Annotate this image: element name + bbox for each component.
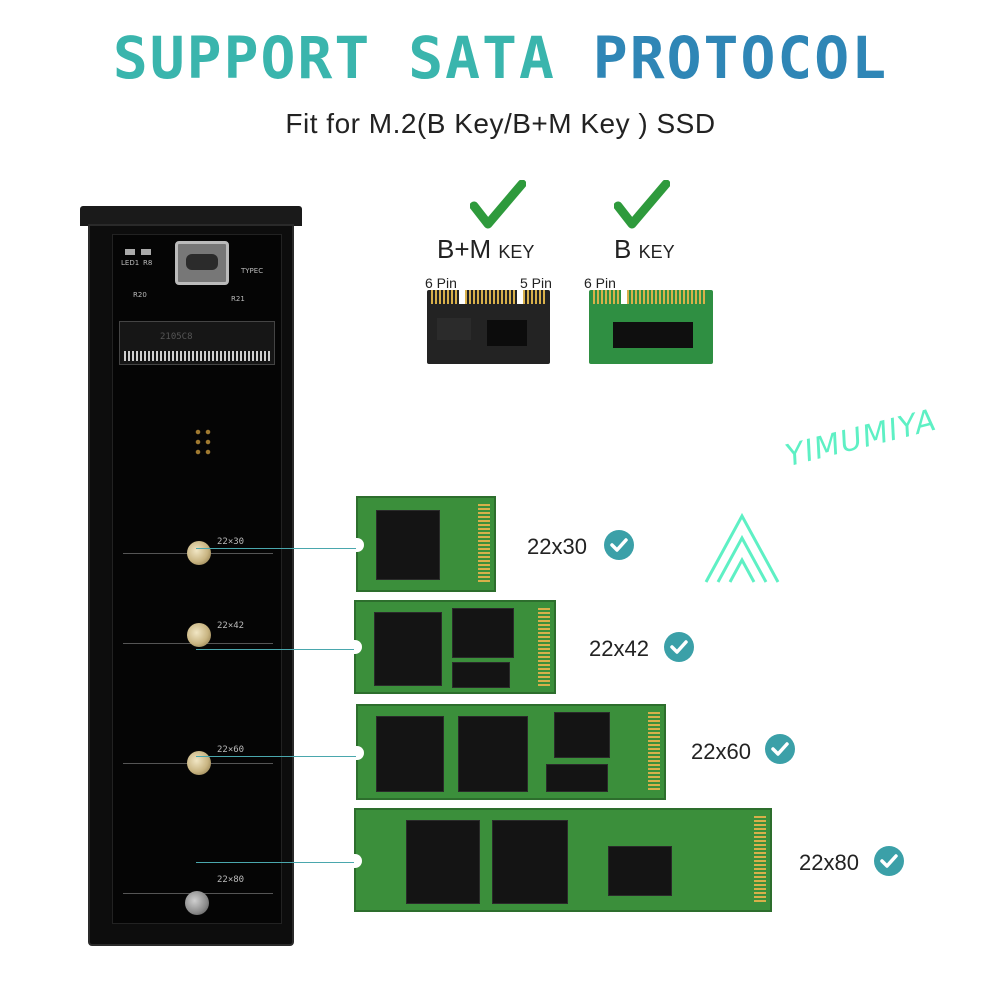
size-label-22x42: 22x42 — [589, 636, 649, 661]
gold-fingers — [648, 712, 660, 792]
watermark-logo-icon — [704, 512, 780, 583]
ssd-22x42 — [354, 600, 556, 694]
check-badge-22x80 — [874, 846, 904, 876]
key-suffix-bm: KEY — [498, 242, 535, 262]
mounting-screw — [185, 891, 209, 915]
flash-chip — [376, 510, 440, 580]
leader-line-22x80 — [196, 862, 358, 863]
enclosure-body: LED1 R8 TYPEC R20 R21 2105C8 22×30 22×42… — [88, 224, 294, 946]
gold-fingers — [478, 504, 490, 584]
controller-chip — [452, 608, 514, 658]
led-pad-grid — [193, 427, 213, 457]
silk-typec: TYPEC — [241, 267, 264, 275]
pin-label-bm-left: 6 Pin — [425, 275, 457, 291]
b-key-ssd-edge — [589, 290, 713, 364]
pin-label-b-left: 6 Pin — [584, 275, 616, 291]
pin-label-bm-right: 5 Pin — [520, 275, 552, 291]
subheadline: Fit for M.2(B Key/B+M Key ) SSD — [285, 108, 716, 139]
screw-notch — [356, 746, 364, 760]
socket-label: 2105C8 — [160, 332, 193, 342]
enclosure-end-cap — [80, 206, 302, 226]
smd-part — [141, 249, 151, 255]
silk-r20: R20 — [133, 291, 147, 299]
gold-fingers — [523, 290, 545, 304]
check-icon-b-key — [614, 180, 670, 229]
chip — [487, 320, 527, 346]
key-name-b: B — [614, 234, 632, 264]
key-label-bm: B+M KEY — [437, 234, 534, 265]
check-badge-22x60 — [765, 734, 795, 764]
gold-fingers — [431, 290, 459, 304]
check-icon — [771, 742, 789, 756]
headline-word-sata: SATA — [408, 24, 556, 92]
dram-chip — [546, 764, 608, 792]
check-icon — [610, 538, 628, 552]
check-icon — [670, 640, 688, 654]
silk-r8: R8 — [143, 259, 153, 267]
screw-notch — [354, 854, 362, 868]
gold-fingers — [627, 290, 707, 304]
standoff-22x30 — [187, 541, 211, 565]
key-suffix-b: KEY — [638, 242, 675, 262]
mark-label-22x80: 22×80 — [217, 875, 245, 885]
usb-c-port — [175, 241, 229, 285]
standoff-22x42 — [187, 623, 211, 647]
bm-key-ssd-edge — [427, 290, 550, 364]
gold-fingers — [754, 816, 766, 904]
mark-label-22x30: 22×30 — [217, 537, 245, 547]
leader-line-22x60 — [196, 756, 358, 757]
ssd-22x60 — [356, 704, 666, 800]
leader-line-22x30 — [196, 548, 358, 549]
headline-word-support: SUPPORT — [112, 24, 372, 92]
key-name-bm: B+M — [437, 234, 492, 264]
silk-led: LED1 — [121, 259, 140, 267]
ssd-22x30 — [356, 496, 496, 592]
gold-fingers — [593, 290, 621, 304]
flash-chip — [406, 820, 480, 904]
size-label-22x60: 22x60 — [691, 739, 751, 764]
chip — [613, 322, 693, 348]
screw-notch — [356, 538, 364, 552]
flash-chip — [458, 716, 528, 792]
headline: SUPPORT SATA PROTOCOL — [0, 22, 1001, 94]
size-label-22x30: 22x30 — [527, 534, 587, 559]
m2-socket: 2105C8 — [119, 321, 275, 365]
headline-word-protocol: PROTOCOL — [592, 24, 889, 92]
watermark-text: YIMUMIYA — [782, 402, 941, 474]
ssd-22x80 — [354, 808, 772, 912]
mark-label-22x60: 22×60 — [217, 745, 245, 755]
controller-chip — [608, 846, 672, 896]
flash-chip — [376, 716, 444, 792]
key-notch — [459, 290, 465, 304]
silk-r21: R21 — [231, 295, 245, 303]
key-notch — [517, 290, 523, 304]
flash-chip — [374, 612, 442, 686]
gold-fingers — [538, 608, 550, 686]
ssd-enclosure-image: LED1 R8 TYPEC R20 R21 2105C8 22×30 22×42… — [80, 206, 302, 946]
size-label-22x80: 22x80 — [799, 850, 859, 875]
check-icon — [880, 854, 898, 868]
leader-line-22x42 — [196, 649, 358, 650]
dram-chip — [452, 662, 510, 688]
check-badge-22x30 — [604, 530, 634, 560]
check-badge-22x42 — [664, 632, 694, 662]
flash-chip — [492, 820, 568, 904]
key-notch — [621, 290, 627, 304]
key-label-b: B KEY — [614, 234, 675, 265]
controller-chip — [554, 712, 610, 758]
mark-label-22x42: 22×42 — [217, 621, 245, 631]
screw-notch — [354, 640, 362, 654]
gold-fingers — [465, 290, 517, 304]
standoff-22x60 — [187, 751, 211, 775]
enclosure-pcb: LED1 R8 TYPEC R20 R21 2105C8 22×30 22×42… — [112, 234, 282, 924]
check-icon-bm-key — [470, 180, 526, 229]
smd-part — [125, 249, 135, 255]
chip — [437, 318, 471, 340]
